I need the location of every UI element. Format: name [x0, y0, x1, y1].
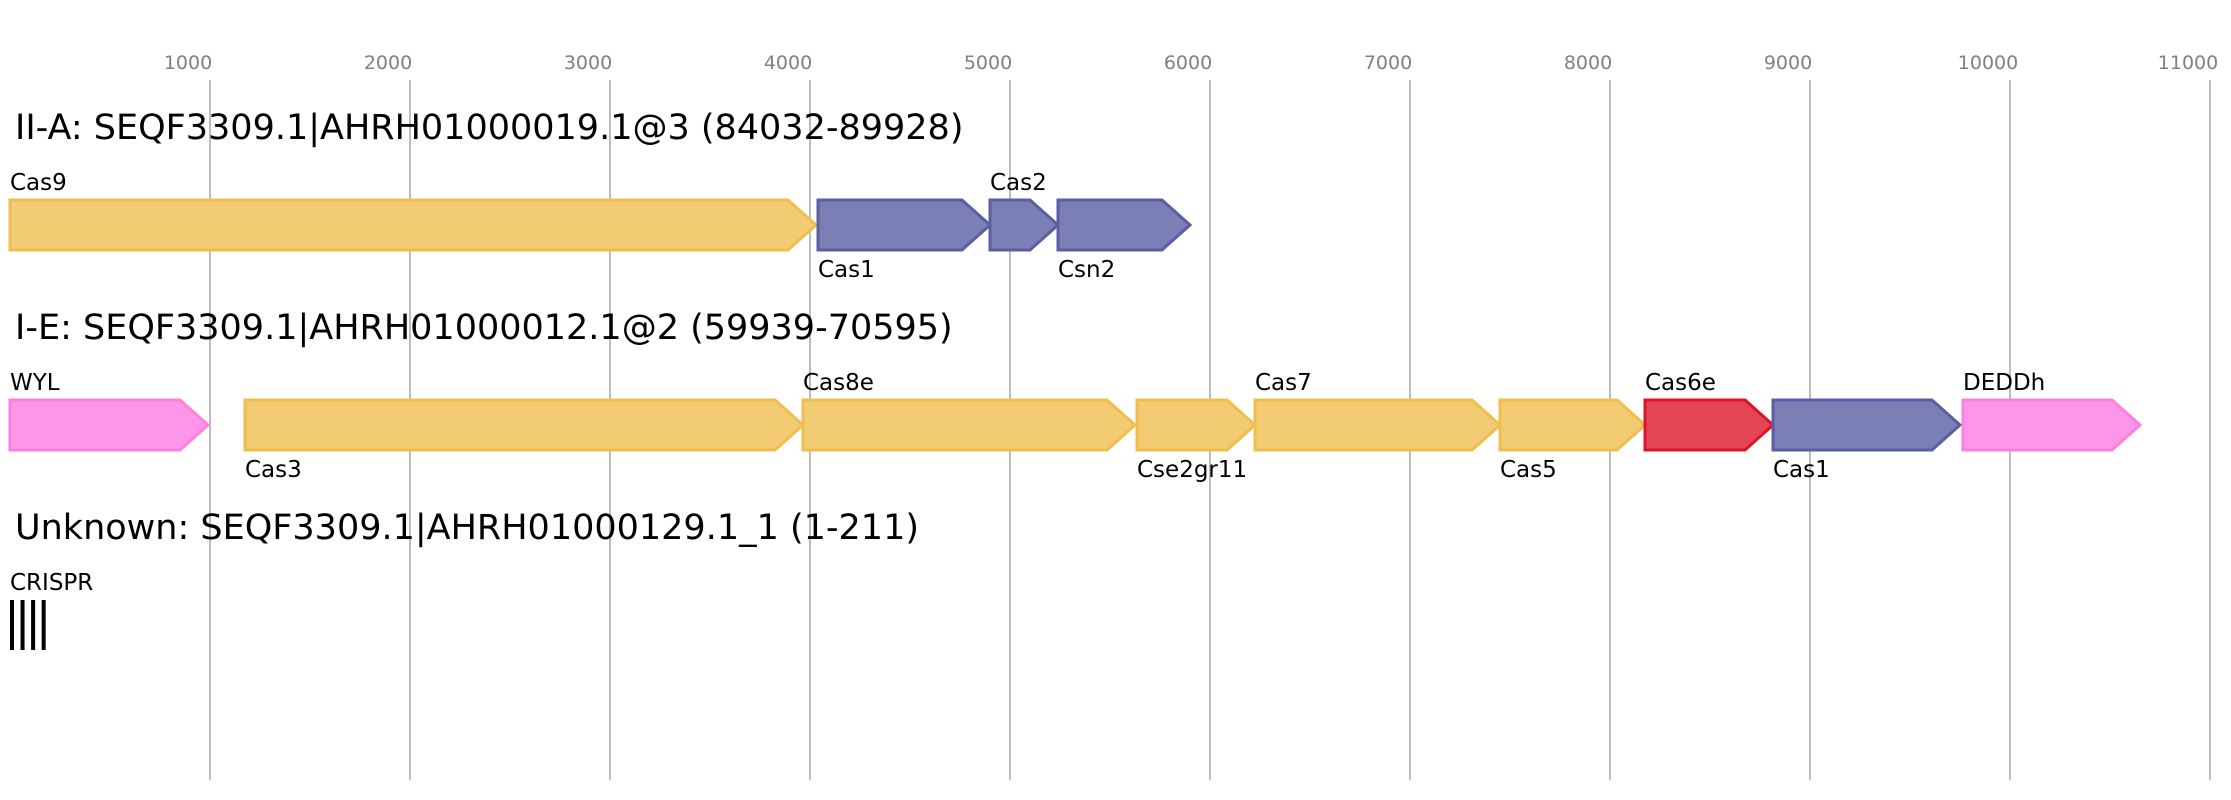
gene-label: DEDDh: [1963, 370, 2045, 396]
tick-label: 5000: [964, 52, 1012, 74]
tick-label: 11000: [2158, 52, 2218, 74]
gene-label: Cas8e: [803, 370, 874, 396]
gene-label: Cas6e: [1645, 370, 1716, 396]
gene-label: Cse2gr11: [1137, 457, 1247, 483]
gene-arrow-csn2[interactable]: [1056, 198, 1193, 252]
tick-label: 7000: [1364, 52, 1412, 74]
tick-label: 3000: [564, 52, 612, 74]
crispr-repeat[interactable]: [41, 600, 46, 650]
crispr-repeat[interactable]: [10, 600, 14, 650]
track-title: I-E: SEQF3309.1|AHRH01000012.1@2 (59939-…: [15, 308, 953, 348]
crispr-repeat[interactable]: [20, 600, 25, 650]
gene-arrow-deddh[interactable]: [1961, 398, 2143, 452]
gene-arrow-cas1[interactable]: [816, 198, 993, 252]
gene-label: Cas3: [245, 457, 302, 483]
tracks: II-A: SEQF3309.1|AHRH01000019.1@3 (84032…: [8, 108, 2143, 650]
track: I-E: SEQF3309.1|AHRH01000012.1@2 (59939-…: [8, 308, 2143, 483]
gene-label: CRISPR: [10, 570, 93, 596]
gene-label: WYL: [10, 370, 60, 396]
gene-label: Cas7: [1255, 370, 1312, 396]
tick-label: 10000: [1958, 52, 2018, 74]
gene-arrow-cas1[interactable]: [1771, 398, 1963, 452]
tick-label: 9000: [1764, 52, 1812, 74]
tick-label: 4000: [764, 52, 812, 74]
tick-label: 2000: [364, 52, 412, 74]
gene-label: Cas2: [990, 170, 1047, 196]
gene-label: Cas1: [1773, 457, 1830, 483]
track: II-A: SEQF3309.1|AHRH01000019.1@3 (84032…: [8, 108, 1193, 283]
track: Unknown: SEQF3309.1|AHRH01000129.1_1 (1-…: [10, 508, 919, 650]
tick-label: 1000: [164, 52, 212, 74]
gene-arrow-cas5[interactable]: [1498, 398, 1648, 452]
gene-arrow-cas9[interactable]: [8, 198, 819, 252]
gene-label: Cas5: [1500, 457, 1557, 483]
axis-tick-labels: 1000 2000 3000 4000 5000 6000 7000 8000 9000 1000…: [164, 52, 2218, 74]
gene-arrow-cas2[interactable]: [988, 198, 1061, 252]
gene-arrow-cas7[interactable]: [1253, 398, 1503, 452]
gene-arrow-cse2gr11[interactable]: [1135, 398, 1258, 452]
gene-label: Cas1: [818, 257, 875, 283]
crispr-repeat[interactable]: [31, 600, 36, 650]
gene-arrow-cas3[interactable]: [243, 398, 806, 452]
gene-label: Cas9: [10, 170, 67, 196]
gene-label: Csn2: [1058, 257, 1115, 283]
tick-label: 8000: [1564, 52, 1612, 74]
track-title: II-A: SEQF3309.1|AHRH01000019.1@3 (84032…: [15, 108, 963, 148]
track-title: Unknown: SEQF3309.1|AHRH01000129.1_1 (1-…: [15, 508, 919, 548]
gene-arrow-wyl[interactable]: [8, 398, 211, 452]
tick-label: 6000: [1164, 52, 1212, 74]
gene-arrow-cas8e[interactable]: [801, 398, 1138, 452]
gene-arrow-cas6e[interactable]: [1643, 398, 1776, 452]
